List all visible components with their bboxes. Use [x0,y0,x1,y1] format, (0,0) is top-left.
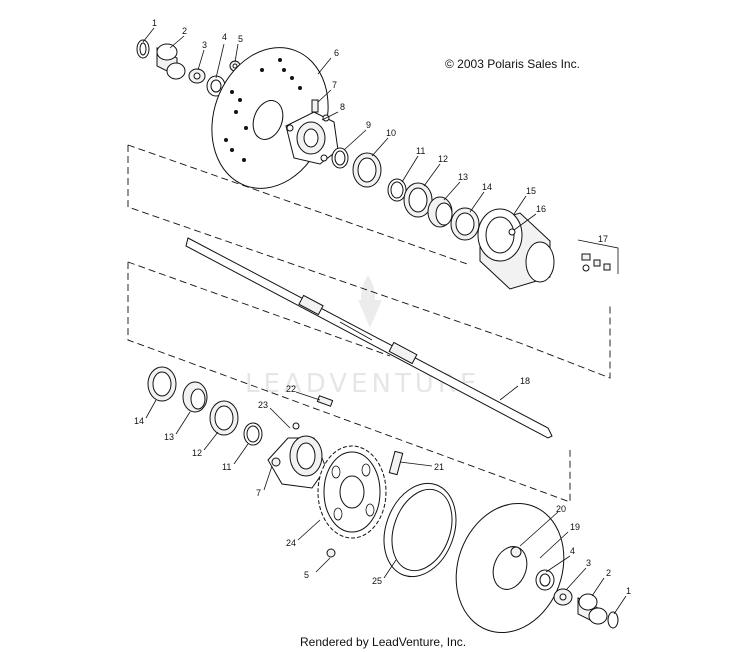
callout-6: 6 [334,48,339,58]
callout-15: 15 [526,186,536,196]
callout-3: 3 [202,40,207,50]
part-13-bearing[interactable] [427,196,453,228]
callout-5-lower: 5 [304,570,309,580]
callout-2: 2 [182,26,187,36]
part-17-bolt-set[interactable] [577,239,619,274]
part-1-snap-ring-lower[interactable] [607,611,619,629]
callout-5: 5 [238,34,243,44]
callout-1-lower: 1 [626,586,631,596]
callout-7: 7 [332,80,337,90]
leader-lines [142,27,627,615]
part-14-seal-lower[interactable] [147,366,177,402]
part-15-bearing-carrier[interactable] [477,208,555,290]
callout-3-lower: 3 [586,558,591,568]
part-19-brake-disc[interactable] [439,488,582,648]
upper-dashed-top [127,144,471,266]
part-12-race[interactable] [403,182,433,218]
part-18-axle[interactable] [185,237,553,439]
callout-23: 23 [258,400,268,410]
callout-2-lower: 2 [606,568,611,578]
callout-21: 21 [434,462,444,472]
part-4-washer-lower[interactable] [535,569,555,591]
part-11-snap-ring-lower[interactable] [243,422,263,446]
footer-credit: Rendered by LeadVenture, Inc. [300,635,466,649]
part-2-bushing-lower[interactable] [577,593,608,625]
callout-11: 11 [416,146,425,156]
part-21-bolt[interactable] [388,450,404,476]
part-13-bearing-lower[interactable] [182,381,208,413]
part-9-snap-ring[interactable] [331,147,349,169]
part-1-snap-ring[interactable] [136,39,150,59]
part-8-hub[interactable] [285,111,339,165]
part-7-stud-lower[interactable] [271,457,281,467]
callout-19: 19 [570,522,580,532]
part-7-stud[interactable] [311,99,319,113]
part-25-guard-ring[interactable] [372,473,469,586]
lower-dashed-outline [127,262,571,503]
part-12-race-lower[interactable] [209,400,239,436]
callout-7-lower: 7 [256,488,261,498]
part-22-bolt[interactable] [316,395,334,407]
part-5-nut-lower[interactable] [326,548,336,558]
lower-dashed-top [127,261,391,357]
callout-13-lower: 13 [164,432,174,442]
callout-13: 13 [458,172,468,182]
callout-20: 20 [556,504,566,514]
callout-22: 22 [286,384,296,394]
part-20-hub-nut[interactable] [510,546,522,558]
callout-12: 12 [438,154,448,164]
part-24-sprocket[interactable] [317,445,387,539]
callout-24: 24 [286,538,296,548]
part-3-nut[interactable] [188,68,206,84]
callout-4: 4 [222,32,227,42]
part-14-seal[interactable] [450,207,480,241]
callout-9: 9 [366,120,371,130]
callout-25: 25 [372,576,382,586]
upper-dashed-outline [127,145,611,379]
callout-14-lower: 14 [134,416,144,426]
callout-10: 10 [386,128,396,138]
callout-8: 8 [340,102,345,112]
part-16-seal[interactable] [508,228,516,236]
callout-11-lower: 11 [222,462,231,472]
callout-labels: 1 2 3 4 5 6 7 8 9 10 11 12 13 14 15 16 1… [134,18,631,596]
callout-18: 18 [520,376,530,386]
callout-12-lower: 12 [192,448,202,458]
part-2-bushing[interactable] [156,43,186,80]
part-11-snap-ring[interactable] [387,178,407,202]
callout-16: 16 [536,204,546,214]
part-23-sprocket-hub[interactable] [267,422,327,489]
part-10-race[interactable] [352,152,382,188]
callout-4-lower: 4 [570,546,575,556]
copyright-notice: © 2003 Polaris Sales Inc. [445,57,580,71]
part-3-nut-lower[interactable] [553,588,573,606]
callout-17: 17 [598,234,608,244]
callout-14: 14 [482,182,492,192]
callout-1: 1 [152,18,157,28]
